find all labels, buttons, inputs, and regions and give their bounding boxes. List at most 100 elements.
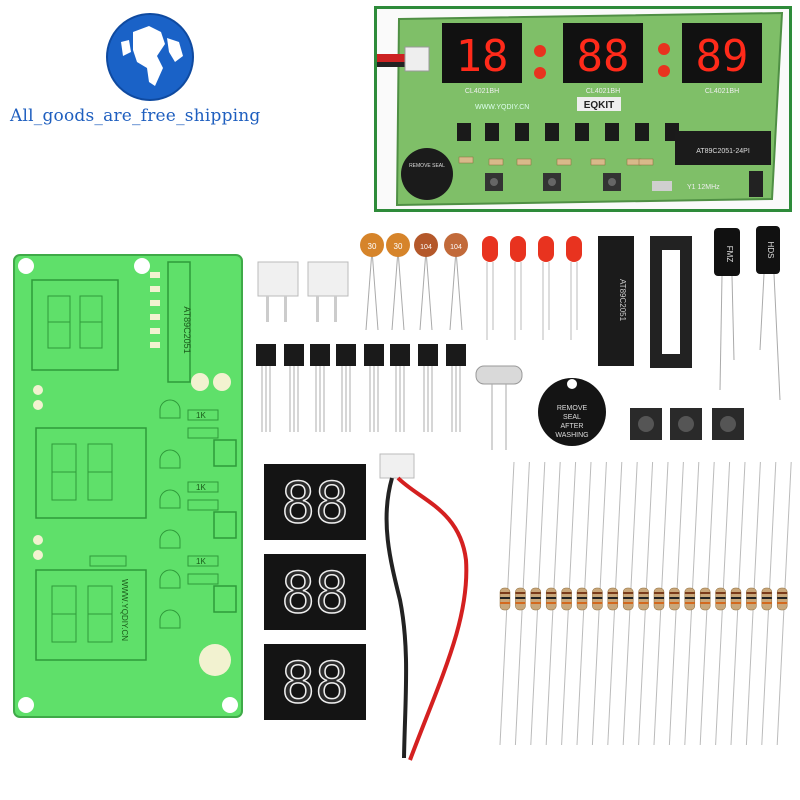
capacitor-label-4: 104 <box>450 244 462 251</box>
resistor-band <box>684 597 695 599</box>
ceramic-capacitors: 30 30 104 104 <box>360 233 468 331</box>
resistor-band <box>607 597 618 599</box>
display-chip-label-1: CL4021BH <box>465 88 499 95</box>
electrolytic-capacitors: FMZ HDS <box>714 226 781 401</box>
resistor-band <box>515 602 526 604</box>
resistor-band <box>731 592 741 594</box>
resistor-band <box>530 592 541 594</box>
photo-buttons <box>485 173 621 191</box>
display-1-digits: 18 <box>456 31 509 82</box>
pcb-resistor-label-3: 1K <box>196 557 206 566</box>
resistor-band <box>654 597 664 599</box>
resistor-band <box>592 602 603 604</box>
resistor-band <box>500 592 510 594</box>
transistors <box>256 344 466 366</box>
resistor-band <box>715 602 726 604</box>
assembled-board-photo: 18 88 89 CL4021BH CL4021BH CL4021BH EQKI… <box>374 6 792 212</box>
display-2-digits: 88 <box>577 31 630 82</box>
resistor-band <box>638 597 649 599</box>
resistor-band <box>715 592 726 594</box>
resistor-band <box>500 597 510 599</box>
seven-segment-displays: 88 88 88 <box>264 464 366 720</box>
resistor-band <box>654 592 664 594</box>
resistor-band <box>700 597 711 599</box>
crystal-oscillator <box>475 365 523 450</box>
resistor-band <box>530 602 541 604</box>
resistor-band <box>577 592 587 594</box>
jst-connectors <box>257 261 349 322</box>
resistor-band <box>684 602 695 604</box>
display-chip-label-3: CL4021BH <box>705 88 739 95</box>
resistor-band <box>577 602 587 604</box>
mcu-label-photo: AT89C2051-24PI <box>696 148 750 155</box>
display-3-digits: 89 <box>696 31 749 82</box>
buzzer-label: REMOVE SEAL <box>409 163 445 169</box>
resistor-band <box>777 597 788 599</box>
resistor-band <box>761 602 772 604</box>
resistor-band <box>746 592 757 594</box>
pcb-website-label: WWW.YQDIY.CN <box>120 579 129 641</box>
display-digits-2: 88 <box>281 561 348 626</box>
red-leds <box>482 236 582 340</box>
resistor-band <box>700 592 711 594</box>
resistor-band <box>777 592 788 594</box>
svg-text:AFTER: AFTER <box>561 423 584 430</box>
capacitor-label-1: 30 <box>368 242 377 251</box>
resistor-band <box>607 592 618 594</box>
resistor-band <box>623 602 634 604</box>
resistor-band <box>638 602 649 604</box>
pcb-resistor-label-2: 1K <box>196 483 206 492</box>
electrolytic-label-2: HDS <box>766 242 775 259</box>
crystal-label-photo: Y1 12MHz <box>687 184 720 191</box>
globe-logo <box>106 13 194 101</box>
resistor-band <box>761 592 772 594</box>
resistor-band <box>561 597 572 599</box>
resistor-band <box>700 602 711 604</box>
resistor-band <box>546 597 557 599</box>
resistor-band <box>546 592 557 594</box>
resistor-band <box>530 597 541 599</box>
assembled-board-illustration: 18 88 89 CL4021BH CL4021BH CL4021BH EQKI… <box>377 11 784 207</box>
resistor-band <box>684 592 695 594</box>
resistor-band <box>761 597 772 599</box>
push-buttons <box>630 408 744 440</box>
power-cable <box>379 453 469 761</box>
mcu-chip-label: AT89C2051 <box>618 279 627 322</box>
resistor-band <box>623 597 634 599</box>
resistor-band <box>577 597 587 599</box>
resistor-band <box>731 597 741 599</box>
resistor-band <box>715 597 726 599</box>
ic-socket <box>650 236 692 368</box>
resistor-band <box>746 602 757 604</box>
resistor-band <box>515 592 526 594</box>
display-digits-group: 18 88 89 CL4021BH CL4021BH CL4021BH <box>442 23 762 95</box>
resistor-band <box>669 597 680 599</box>
display-chip-label-2: CL4021BH <box>586 88 620 95</box>
pcb-mcu-label: AT89C2051 <box>182 306 192 353</box>
resistor-band <box>592 592 603 594</box>
resistors <box>499 461 792 746</box>
resistor-band <box>561 592 572 594</box>
resistor-band <box>546 602 557 604</box>
svg-text:SEAL: SEAL <box>563 414 581 421</box>
resistor-band <box>638 592 649 594</box>
capacitor-label-2: 30 <box>394 242 403 251</box>
capacitor-label-3: 104 <box>420 244 432 251</box>
resistor-band <box>746 597 757 599</box>
bare-pcb: 1K 1K 1K AT89C2051 WWW.YQDIY.CN <box>13 254 243 718</box>
buzzer-label: REMOVE <box>557 405 588 412</box>
brand-label: EQKIT <box>584 100 615 111</box>
buzzer: REMOVE SEAL AFTER WASHING <box>538 378 606 446</box>
slogan-text: All_goods_are_free_shipping <box>10 106 261 126</box>
resistor-band <box>777 602 788 604</box>
resistor-band <box>592 597 603 599</box>
display-digits-3: 88 <box>281 651 348 716</box>
resistor-band <box>515 597 526 599</box>
pcb-resistor-label-1: 1K <box>196 411 206 420</box>
electrolytic-label-1: FMZ <box>725 246 734 263</box>
website-label: WWW.YQDIY.CN <box>475 104 529 111</box>
resistor-band <box>561 602 572 604</box>
resistor-band <box>500 602 510 604</box>
mcu-chip: AT89C2051 <box>598 236 634 366</box>
